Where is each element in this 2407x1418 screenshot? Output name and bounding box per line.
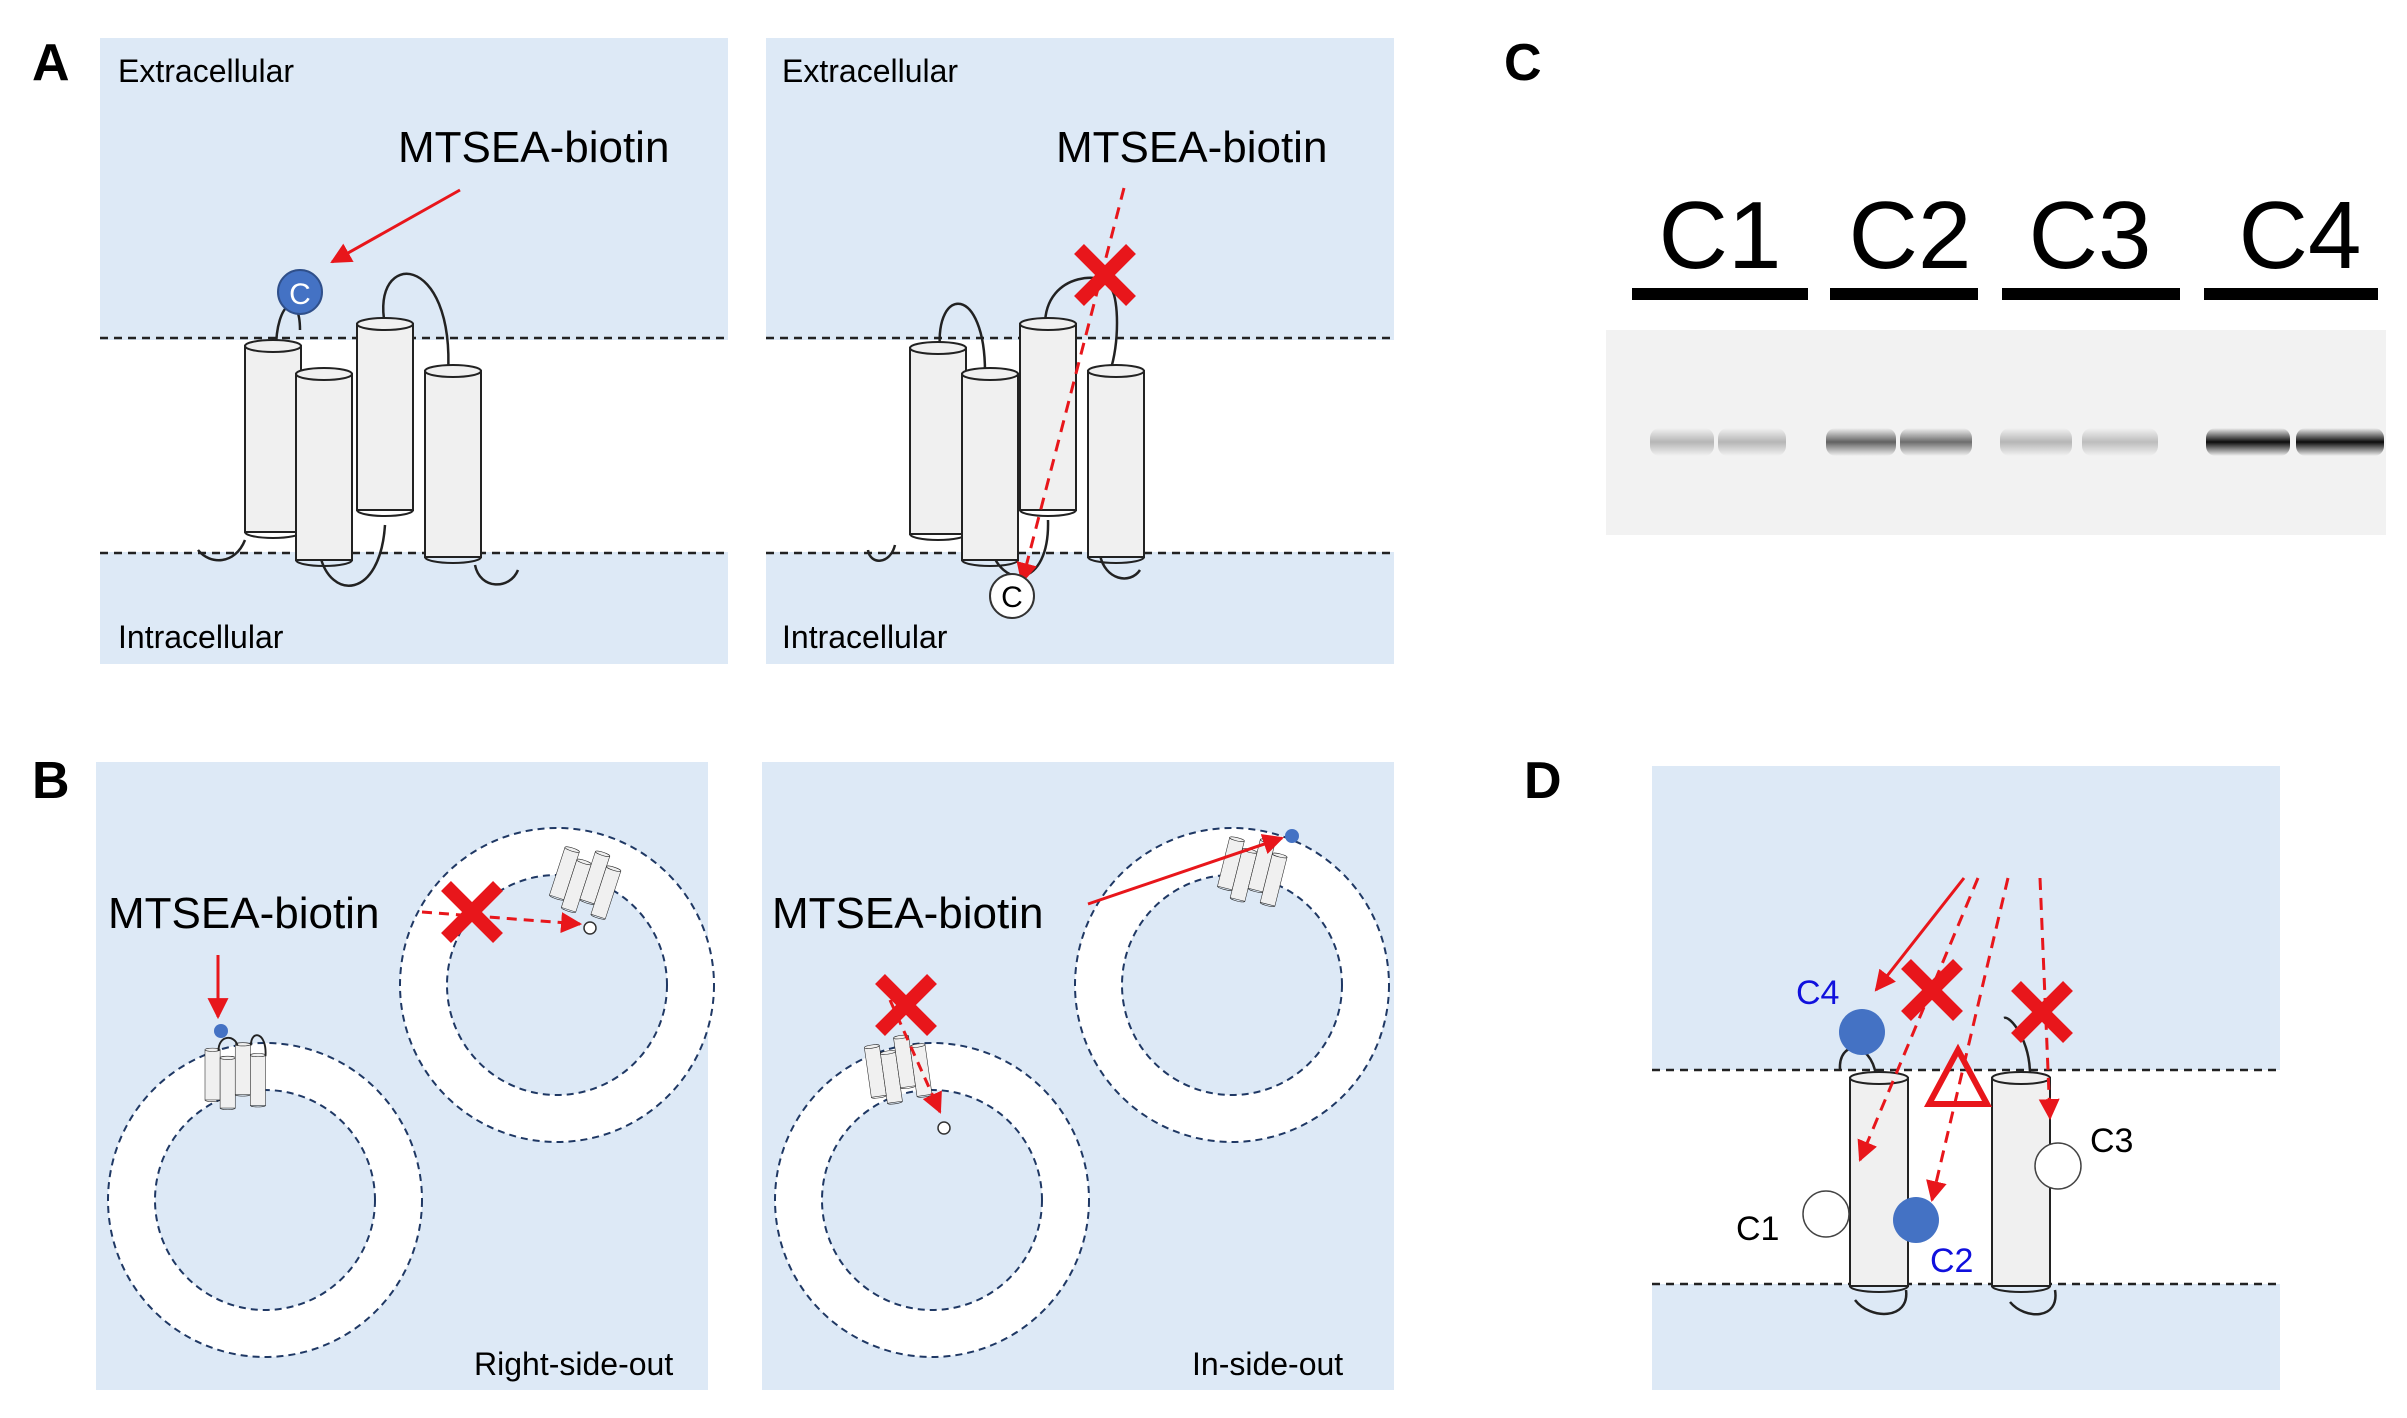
lane-label-c4: C4 (2239, 182, 2362, 289)
transmembrane-helix-icon (244, 317, 482, 567)
extracellular-region (100, 38, 728, 340)
extracellular-label: Extracellular (118, 53, 294, 89)
vesicle-icon (1074, 827, 1390, 1143)
panel-a-right: Extracellular Intracellular MTSEA-biotin… (766, 38, 1394, 664)
panel-letter-b: B (32, 752, 70, 810)
label-c4: C4 (1796, 974, 1839, 1012)
orientation-caption: In-side-out (1192, 1346, 1343, 1382)
labeling-arrow-c4 (1874, 877, 1966, 992)
cysteine-label: C (289, 278, 311, 311)
lane-bar-c4 (2204, 288, 2378, 300)
reagent-label: MTSEA-biotin (1056, 123, 1327, 172)
extracellular-label: Extracellular (782, 53, 958, 89)
intracellular-region (100, 552, 728, 664)
panel-letter-d: D (1524, 752, 1562, 810)
label-c2: C2 (1930, 1242, 1973, 1280)
blocked-labeling-arrow (1016, 187, 1126, 585)
panel-letter-c: C (1504, 34, 1542, 92)
panel-b-right: MTSEA-biotin In-side-out (762, 762, 1394, 1390)
unlabeled-cysteine (583, 921, 597, 935)
vesicle-icon (774, 1042, 1090, 1358)
reagent-label: MTSEA-biotin (398, 123, 669, 172)
intracellular-label: Intracellular (782, 619, 948, 655)
gel-band (2000, 428, 2072, 456)
labeling-arrow (330, 188, 461, 264)
panel-a-left: Extracellular Intracellular MTSEA-biotin… (100, 38, 728, 664)
labeled-cysteine (277, 269, 323, 315)
gel-band (1650, 428, 1714, 456)
cysteine-c3 (2034, 1142, 2082, 1190)
reagent-label: MTSEA-biotin (108, 889, 379, 938)
lane-bar-c3 (2002, 288, 2180, 300)
lane-label-c2: C2 (1849, 182, 1972, 289)
triangle-warning-icon (1923, 1043, 1993, 1107)
cysteine-c1 (1802, 1190, 1850, 1238)
transmembrane-helix-icon (909, 317, 1145, 567)
unlabeled-cysteine (989, 573, 1035, 619)
lane-bar-c1 (1632, 288, 1808, 300)
orientation-caption: Right-side-out (474, 1346, 673, 1382)
transmembrane-helix-icon (204, 1034, 267, 1110)
extracellular-region (1652, 766, 2280, 1070)
unlabeled-cysteine (937, 1121, 951, 1135)
blocked-labeling-arrow (421, 910, 583, 934)
label-c3: C3 (2090, 1122, 2133, 1160)
partial-labeling-arrow-c2 (1926, 877, 2010, 1203)
intracellular-region (1652, 1284, 2280, 1390)
blocked-labeling-arrow-c1 (1857, 877, 1980, 1162)
cysteine-c4 (1839, 1009, 1885, 1055)
panel-letter-a: A (32, 34, 70, 92)
gel-band (2206, 428, 2290, 456)
lane-bar-c2 (1830, 288, 1978, 300)
lane-label-c3: C3 (2029, 182, 2152, 289)
cysteine-label: C (1001, 581, 1023, 614)
gel-bands (1650, 428, 2384, 456)
labeling-arrow (1087, 834, 1284, 906)
label-c1: C1 (1736, 1210, 1779, 1248)
gel-band (1900, 428, 1972, 456)
labeled-cysteine (214, 1024, 228, 1038)
lane-label-c1: C1 (1659, 182, 1782, 289)
vesicle-icon (107, 1042, 423, 1358)
intracellular-label: Intracellular (118, 619, 284, 655)
extracellular-region (766, 38, 1394, 340)
gel-band (1826, 428, 1896, 456)
labeled-cysteine (1285, 829, 1299, 843)
panel-b-left: MTSEA-biotin Right-side-out (96, 762, 715, 1390)
transmembrane-helix-icon (1849, 1071, 1909, 1293)
cysteine-c2 (1893, 1197, 1939, 1243)
panel-d: C4 C1 C2 C3 (1652, 766, 2280, 1390)
panel-c-gel: C1 C2 C3 C4 (1606, 182, 2386, 535)
intracellular-region (766, 552, 1394, 664)
gel-band (2296, 428, 2384, 456)
blocked-labeling-arrow-c3 (2038, 877, 2060, 1121)
gel-band (2082, 428, 2158, 456)
gel-band (1718, 428, 1786, 456)
reagent-label: MTSEA-biotin (772, 889, 1043, 938)
